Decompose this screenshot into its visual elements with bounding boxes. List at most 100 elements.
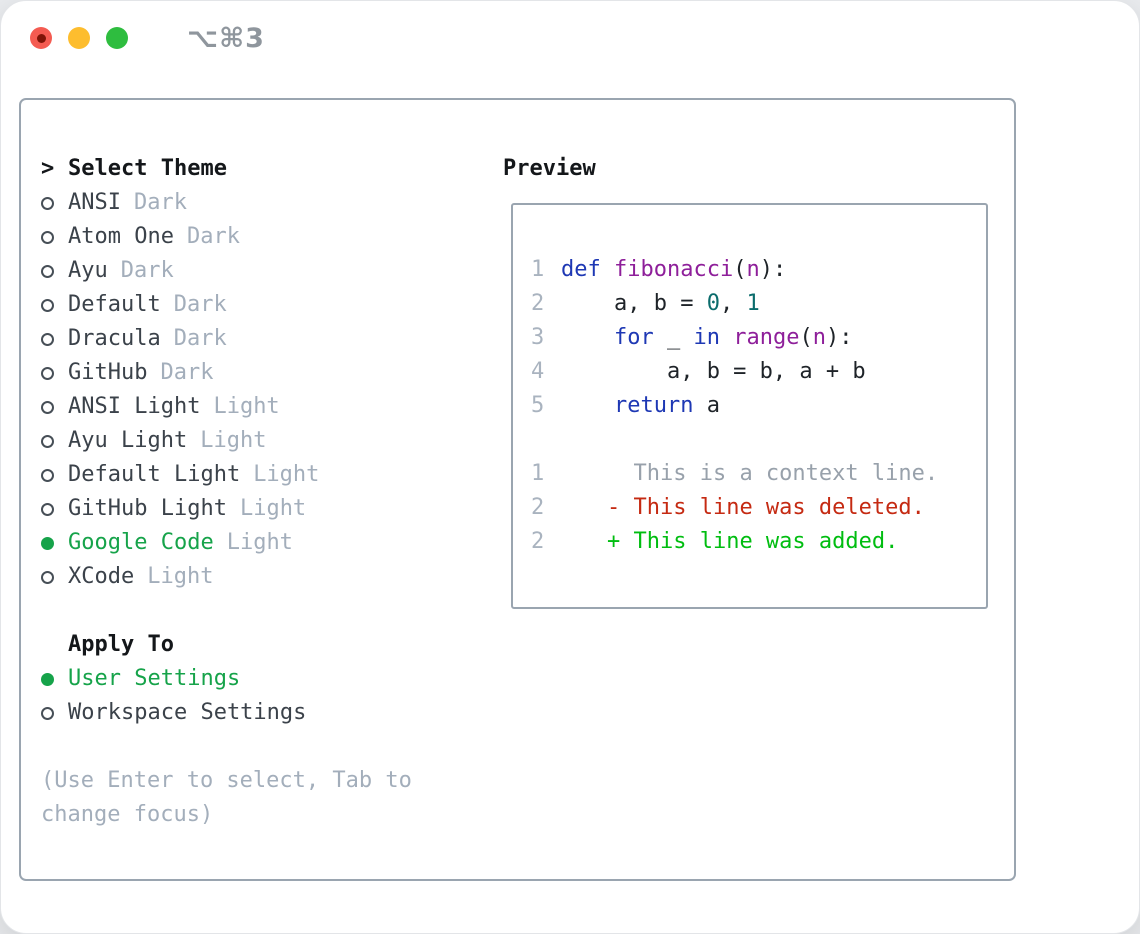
theme-variant-label: Dark [173,326,227,351]
theme-name-label: Default Light [68,462,241,487]
theme-name-label: Ayu [68,258,108,283]
theme-options-list: ANSI Dark Atom One Dark [41,186,441,594]
line-number: 5 [531,393,545,418]
radio-icon [41,264,54,278]
theme-selector-panel: > Select Theme ANSI Dark [19,98,1016,881]
diff-line-text: -This line was deleted. [607,491,925,525]
theme-variant-label: Dark [133,190,187,215]
spacer [531,423,986,457]
window-title: ⌥⌘3 [187,22,265,54]
code-line: 4 a, b = b, a + b [531,355,986,389]
radio-marker [41,468,68,482]
diff-line-text: +This line was added. [607,525,898,559]
line-number: 2 [531,495,545,520]
line-number: 3 [531,325,545,350]
line-number: 1 [531,461,545,486]
radio-marker [41,570,68,584]
theme-option[interactable]: XCode Light [41,560,441,594]
preview-heading-row: Preview [503,152,596,186]
preview-box: 1 def fibonacci(n): 2 a, b = 0, 1 3 for … [511,203,988,609]
theme-option[interactable]: Google Code Light [41,526,441,560]
close-button[interactable] [30,27,52,49]
line-number: 1 [531,257,545,282]
radio-marker [41,264,68,278]
diff-sign [607,457,633,491]
theme-name-label: Ayu Light [68,428,188,453]
radio-icon [41,570,54,584]
radio-marker [41,400,68,414]
code-line: 2 a, b = 0, 1 [531,287,986,321]
radio-icon [41,502,54,516]
radio-marker [41,536,68,550]
spacer [41,594,441,628]
radio-marker [41,672,68,686]
code-line-text: a, b = b, a + b [561,359,866,384]
radio-marker [41,196,68,210]
hint-text: (Use Enter to select, Tab to change focu… [41,768,412,827]
theme-option[interactable]: Default Dark [41,288,441,322]
code-line-text: for _ in range(n): [613,325,853,350]
theme-variant-label: Light [253,462,320,487]
theme-option[interactable]: Dracula Dark [41,322,441,356]
close-dot-icon [36,33,46,43]
apply-option-label: User Settings [68,666,241,691]
theme-variant-label: Light [239,496,307,521]
line-number: 2 [531,291,545,316]
radio-icon [41,434,54,448]
titlebar: ⌥⌘3 [1,1,1139,75]
theme-list-column: > Select Theme ANSI Dark [41,152,441,832]
code-line-text: def fibonacci(n): [561,257,787,282]
apply-option[interactable]: Workspace Settings [41,696,441,730]
radio-icon [41,536,54,550]
prompt-caret-icon: > [41,156,55,181]
theme-name-label: Google Code [68,530,214,555]
radio-icon [41,196,54,210]
diff-line: 2 +This line was added. [531,525,986,559]
radio-icon [41,672,54,686]
theme-name-label: ANSI Light [68,394,201,419]
theme-option[interactable]: Ayu Light Light [41,424,441,458]
diff-text: This line was deleted. [633,495,925,520]
radio-icon [41,332,54,346]
preview-heading: Preview [503,156,596,181]
apply-to-heading: Apply To [68,632,174,657]
radio-marker [41,706,68,720]
select-theme-heading: Select Theme [68,156,227,181]
radio-icon [41,468,54,482]
zoom-button[interactable] [106,27,128,49]
diff-sign: - [607,495,621,520]
theme-variant-label: Dark [173,292,227,317]
theme-variant-label: Light [213,394,280,419]
line-number: 2 [531,529,545,554]
theme-option[interactable]: ANSI Dark [41,186,441,220]
theme-variant-label: Dark [120,258,174,283]
apply-to-heading-row: Apply To [41,628,441,662]
radio-marker [41,332,68,346]
theme-option[interactable]: Default Light Light [41,458,441,492]
diff-line-text: This is a context line. [607,457,938,491]
minimize-button[interactable] [68,27,90,49]
theme-option[interactable]: GitHub Light Light [41,492,441,526]
theme-option[interactable]: ANSI Light Light [41,390,441,424]
code-line: 1 def fibonacci(n): [531,253,986,287]
theme-option[interactable]: Ayu Dark [41,254,441,288]
theme-name-label: XCode [68,564,135,589]
code-line-text: a, b = 0, 1 [561,291,760,316]
radio-marker [41,298,68,312]
theme-option[interactable]: GitHub Dark [41,356,441,390]
radio-icon [41,298,54,312]
theme-variant-label: Dark [186,224,240,249]
theme-name-label: Atom One [68,224,174,249]
radio-icon [41,366,54,380]
apply-option[interactable]: User Settings [41,662,441,696]
diff-line: 2 -This line was deleted. [531,491,986,525]
diff-text: This line was added. [633,529,899,554]
code-line-text: return a [613,393,720,418]
theme-name-label: GitHub [68,360,148,385]
theme-variant-label: Dark [160,360,214,385]
radio-icon [41,400,54,414]
theme-option[interactable]: Atom One Dark [41,220,441,254]
code-preview: 1 def fibonacci(n): 2 a, b = 0, 1 3 for … [531,253,986,423]
theme-variant-label: Light [200,428,267,453]
diff-preview: 1 This is a context line. 2 -This line w… [531,457,986,559]
